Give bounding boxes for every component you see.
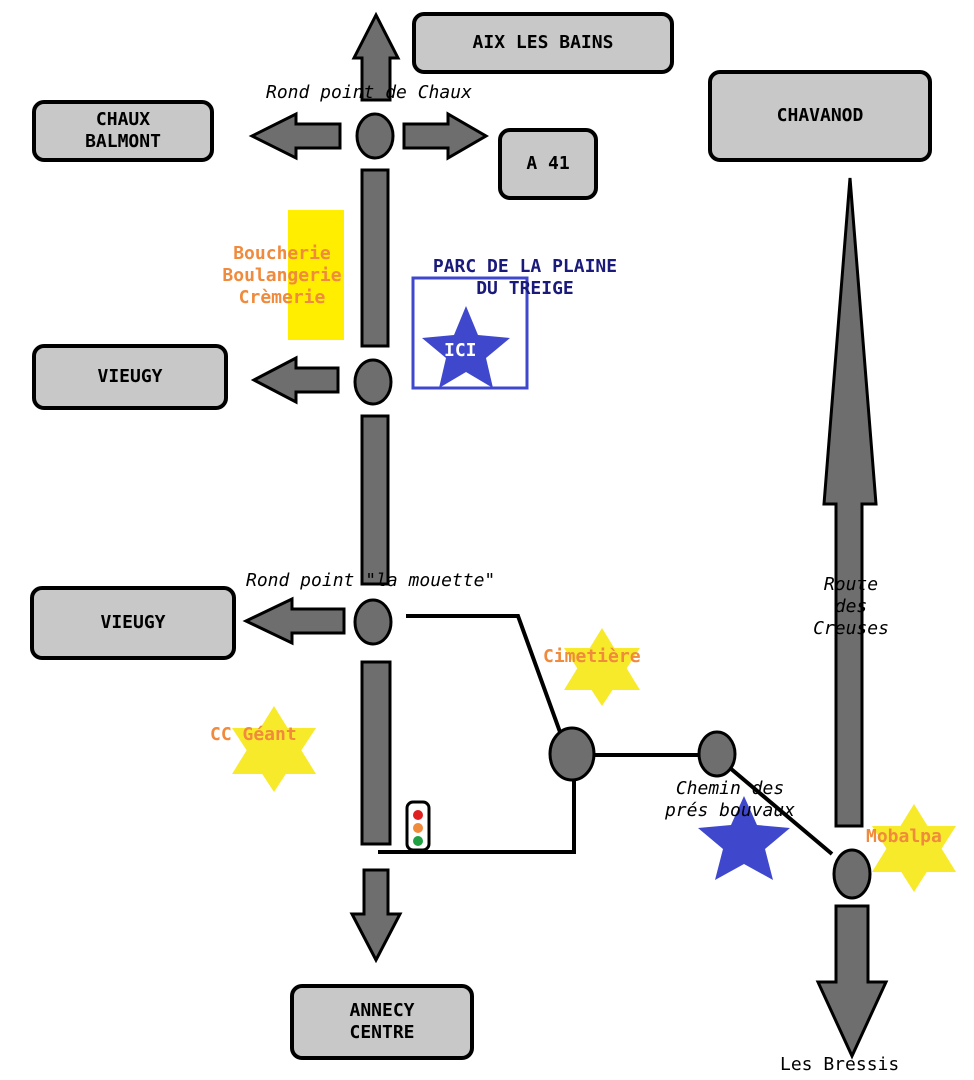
arrow-east-a41 <box>402 111 489 161</box>
destination-chavanod: CHAVANOD <box>708 70 932 162</box>
destination-aix-les-bains: AIX LES BAINS <box>412 12 674 74</box>
commerce-highlight <box>288 210 344 340</box>
label-ici: ICI <box>444 340 477 361</box>
road-line-mouette-to-junction <box>406 614 562 733</box>
arrow-south-annecy <box>349 868 403 964</box>
arrow-west-vieugy-top <box>250 355 340 405</box>
roundabout-junction <box>548 726 596 782</box>
star-of-david-mobalpa-b <box>872 826 956 892</box>
destination-vieugy-top: VIEUGY <box>32 344 228 410</box>
label-commerces: Boucherie Boulangerie Crèmerie <box>222 243 342 308</box>
label-cc-geant: CC Géant <box>210 724 297 745</box>
destination-chaux-balmont: CHAUX BALMONT <box>32 100 214 162</box>
star-of-david-geant-b <box>232 728 316 792</box>
roundabout-chaux <box>355 112 395 160</box>
label-rond-point-chaux: Rond point de Chaux <box>266 82 472 103</box>
roundabout-vieugy <box>353 358 393 406</box>
destination-vieugy-bottom: VIEUGY <box>30 586 236 660</box>
label-parc: PARC DE LA PLAINE DU TREIGE <box>432 256 618 299</box>
star-icon-ici <box>422 306 510 388</box>
label-rond-point-mouette: Rond point "la mouette" <box>246 570 496 591</box>
arrow-south-bressis <box>815 904 889 1060</box>
road-segment-middle <box>360 414 390 586</box>
arrow-west-chaux <box>248 111 342 161</box>
road-segment-south <box>360 660 392 846</box>
roundabout-mouette <box>353 598 393 646</box>
road-line-chemin-to-mobalpa <box>728 766 834 856</box>
label-cimetiere: Cimetière <box>543 646 641 667</box>
road-line-junction-down <box>378 778 576 854</box>
label-route-des-creuses: Route des Creuses <box>813 574 889 639</box>
roundabout-bressis <box>832 848 872 900</box>
arrow-north-aix <box>351 11 401 102</box>
star-of-david-cimetiere-b <box>564 648 640 706</box>
star-icon-chemin <box>698 796 790 880</box>
label-chemin-des-pres-bouvaux: Chemin des prés bouvaux <box>664 778 796 821</box>
label-mobalpa: Mobalpa <box>866 826 942 847</box>
traffic-light-icon <box>405 800 431 852</box>
road-segment-north <box>360 168 390 348</box>
roundabout-chemin <box>697 730 737 778</box>
destination-a41: A 41 <box>498 128 598 200</box>
arrow-north-chavanod <box>822 177 878 828</box>
label-les-bressis: Les Bressis <box>780 1054 900 1075</box>
parc-outline <box>411 276 529 390</box>
destination-annecy-centre: ANNECY CENTRE <box>290 984 474 1060</box>
arrow-west-vieugy-bottom <box>242 596 346 646</box>
